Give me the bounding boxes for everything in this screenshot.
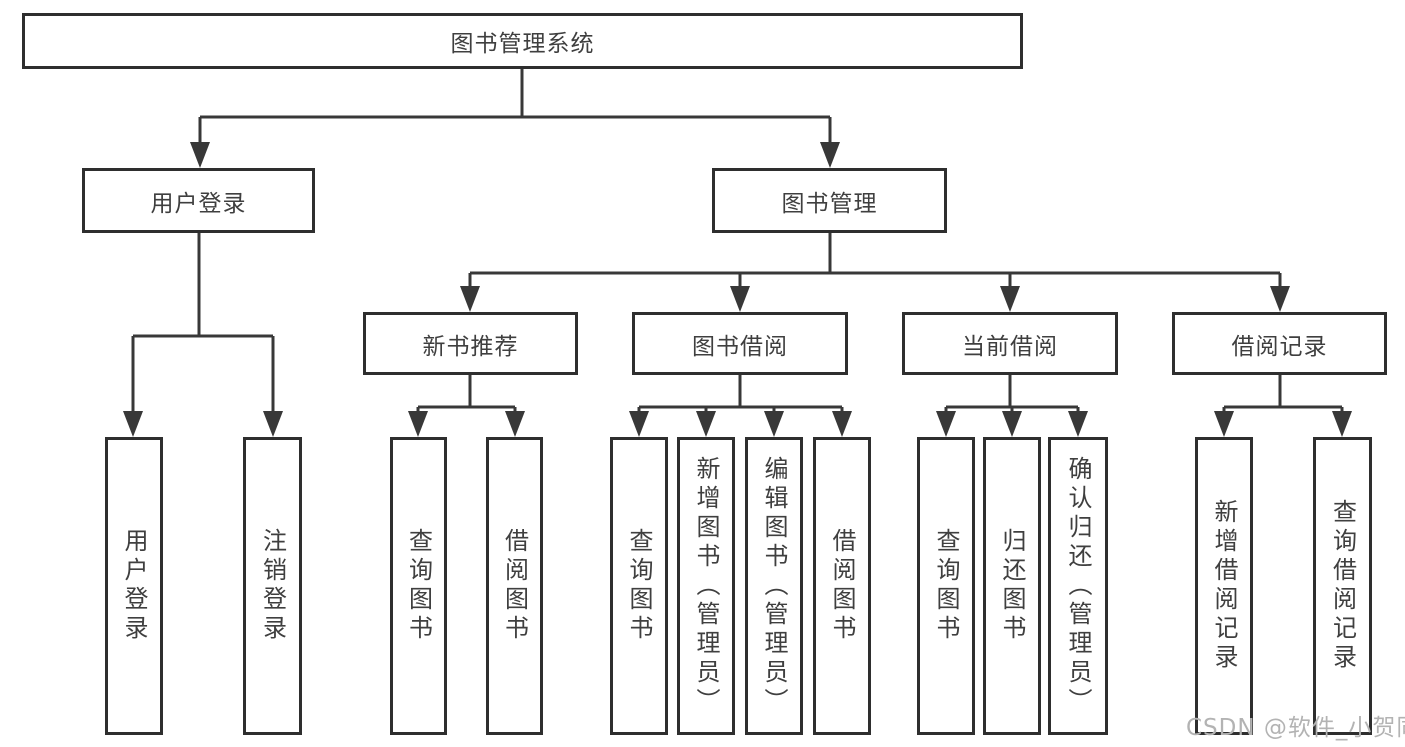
arrowhead: [696, 411, 716, 437]
leaf-label: 新增图书（管理员）: [692, 455, 720, 717]
leaf-confirm-return-admin: 确认归还（管理员）: [1048, 437, 1108, 735]
node-book-borrow: 图书借阅: [632, 312, 848, 375]
arrowhead: [1214, 411, 1234, 437]
arrowhead: [629, 411, 649, 437]
arrowhead: [936, 411, 956, 437]
leaf-label: 查询图书: [404, 528, 433, 644]
node-user-login-label: 用户登录: [150, 190, 247, 217]
arrowhead: [505, 411, 525, 437]
leaf-label: 查询图书: [932, 528, 960, 644]
connector-book-management-branch: [460, 233, 1290, 312]
node-borrow-records: 借阅记录: [1172, 312, 1387, 375]
connector-new-book-branch: [408, 375, 525, 437]
leaf-label: 查询图书: [625, 528, 653, 644]
leaf-borrow-books-recommend: 借阅图书: [486, 437, 543, 735]
csdn-watermark: CSDN @软件_小贺同学: [1186, 715, 1405, 741]
node-root-label: 图书管理系统: [450, 31, 595, 57]
leaf-add-books-admin: 新增图书（管理员）: [677, 437, 735, 735]
arrowhead: [832, 411, 852, 437]
leaf-add-borrow-record: 新增借阅记录: [1195, 437, 1253, 735]
leaf-query-borrow-record: 查询借阅记录: [1313, 437, 1372, 735]
connector-current-borrow-branch: [936, 375, 1088, 437]
node-current-borrow-label: 当前借阅: [962, 333, 1058, 360]
leaf-query-books-recommend: 查询图书: [390, 437, 447, 735]
arrowhead: [460, 286, 480, 312]
leaf-return-books: 归还图书: [983, 437, 1041, 735]
leaf-label: 归还图书: [998, 528, 1026, 644]
node-new-book-recommend: 新书推荐: [363, 312, 578, 375]
leaf-label: 借阅图书: [500, 528, 529, 644]
arrowhead: [123, 411, 143, 437]
node-book-management-label: 图书管理: [781, 190, 878, 217]
leaf-logout: 注销登录: [243, 437, 302, 735]
node-new-book-recommend-label: 新书推荐: [422, 333, 519, 360]
leaf-label: 注销登录: [258, 528, 287, 644]
node-root: 图书管理系统: [22, 13, 1023, 69]
connector-root-to-level2: [190, 69, 840, 168]
connector-borrow-records-branch: [1214, 375, 1352, 437]
leaf-label: 编辑图书（管理员）: [760, 455, 788, 717]
leaf-label: 用户登录: [120, 528, 148, 644]
arrowhead: [1270, 286, 1290, 312]
arrowhead: [820, 142, 840, 168]
node-current-borrow: 当前借阅: [902, 312, 1118, 375]
arrowhead: [1002, 411, 1022, 437]
arrowhead: [263, 411, 283, 437]
arrowhead: [730, 286, 750, 312]
leaf-query-books-borrow: 查询图书: [610, 437, 668, 735]
node-user-login: 用户登录: [82, 168, 315, 233]
connector-user-login-branch: [123, 233, 283, 437]
node-book-management: 图书管理: [712, 168, 947, 233]
arrowhead: [764, 411, 784, 437]
leaf-user-login: 用户登录: [105, 437, 163, 735]
leaf-edit-books-admin: 编辑图书（管理员）: [745, 437, 803, 735]
arrowhead: [1000, 286, 1020, 312]
leaf-borrow-books: 借阅图书: [813, 437, 871, 735]
node-book-borrow-label: 图书借阅: [692, 333, 788, 360]
arrowhead: [408, 411, 428, 437]
arrowhead: [1068, 411, 1088, 437]
leaf-label: 借阅图书: [828, 528, 856, 644]
leaf-label: 新增借阅记录: [1210, 499, 1238, 673]
arrowhead: [1332, 411, 1352, 437]
leaf-label: 确认归还（管理员）: [1064, 455, 1092, 717]
arrowhead: [190, 142, 210, 168]
leaf-query-books-current: 查询图书: [917, 437, 975, 735]
node-borrow-records-label: 借阅记录: [1231, 333, 1328, 360]
connector-book-borrow-branch: [629, 375, 852, 437]
leaf-label: 查询借阅记录: [1328, 499, 1357, 673]
